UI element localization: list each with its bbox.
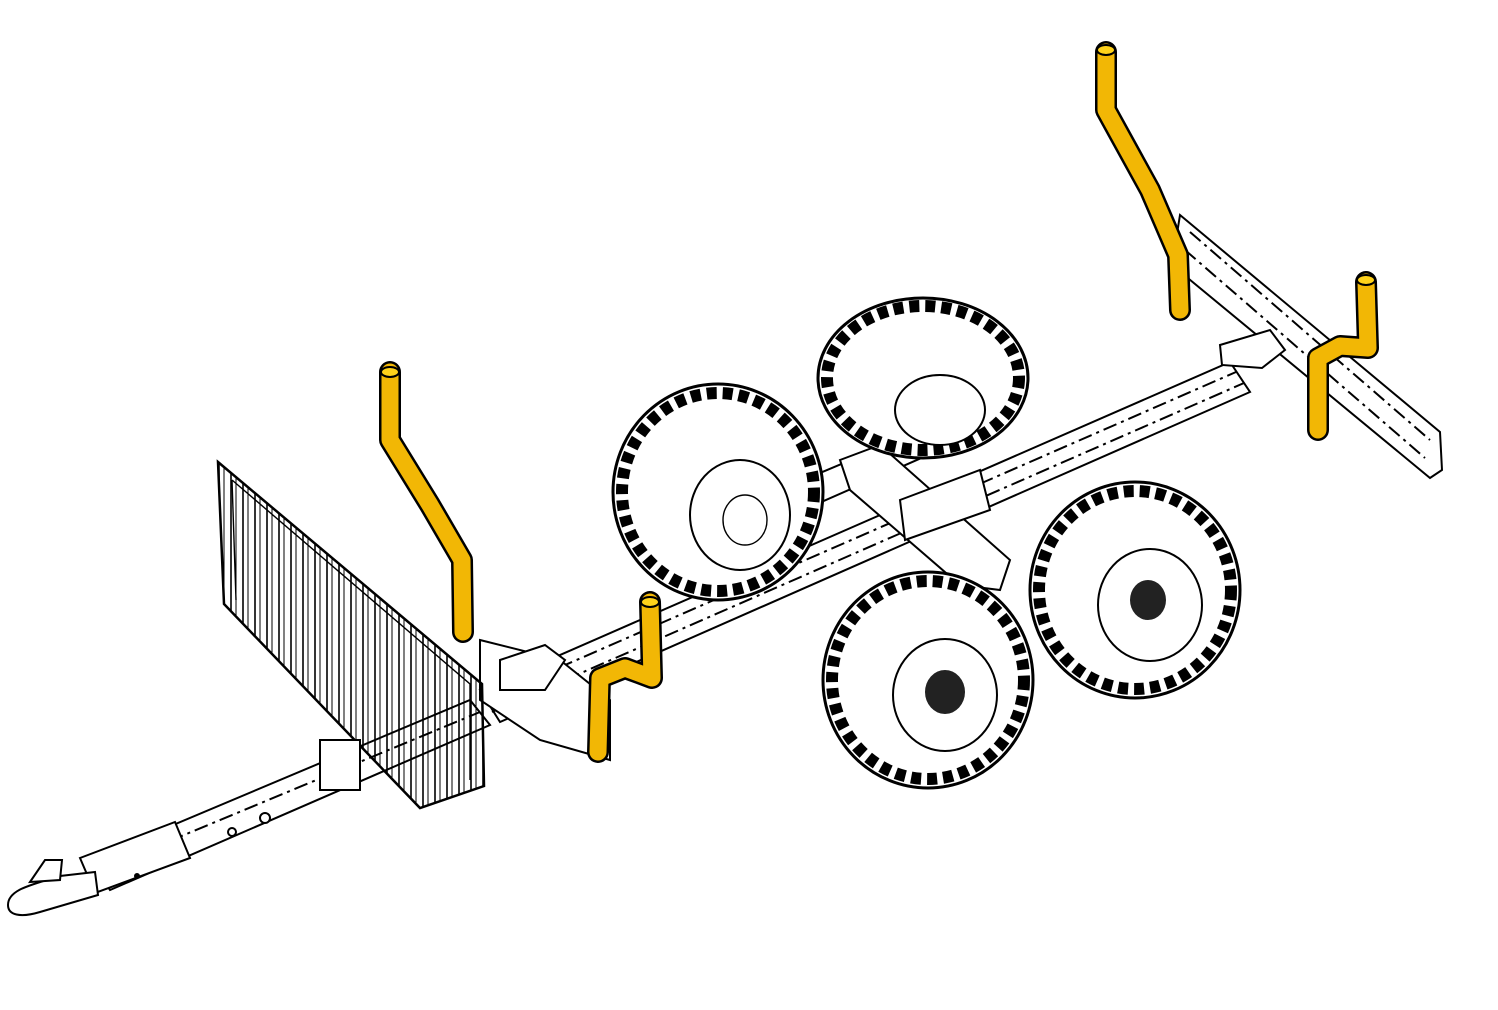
hitch-coupler [6, 859, 100, 917]
rear-bunk [1170, 213, 1444, 480]
stanchion-rear-right [1307, 271, 1379, 441]
front-bulkhead [216, 459, 486, 810]
stanchion-front-right [587, 591, 663, 763]
stanchion-front-left [379, 361, 474, 643]
tire-front-left [821, 570, 1035, 790]
stanchion-rear-left [1095, 41, 1191, 321]
front-bolster [479, 638, 611, 762]
tire-rear-right [816, 296, 1030, 460]
tire-rear-left [611, 382, 825, 602]
tire-front-right [1028, 480, 1242, 700]
bulkhead-clamp [319, 739, 361, 791]
